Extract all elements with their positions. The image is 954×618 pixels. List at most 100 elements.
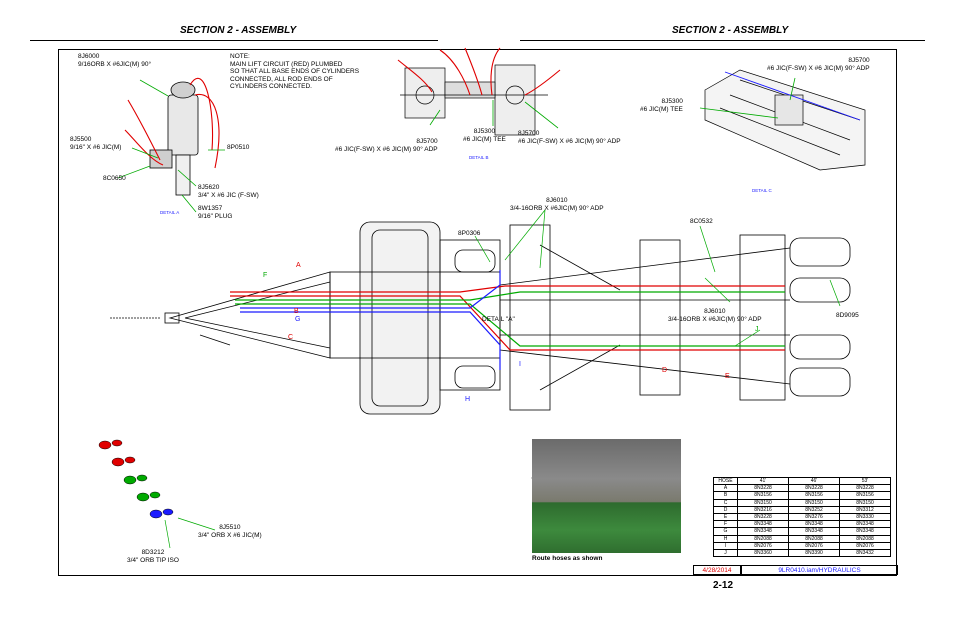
detail-a-label-8p0510: 8P0510 [227, 144, 250, 151]
hose-col-41: 41' [737, 476, 789, 486]
table-cell: A [713, 484, 738, 493]
table-cell: 8N2088 [737, 534, 789, 543]
detail-c-title: DETAIL C [752, 188, 772, 193]
photo-caption: Route hoses as shown [532, 555, 603, 562]
fittings-leaders [164, 517, 216, 549]
detail-b-leaders [429, 100, 559, 129]
hose-letter-j: J [755, 326, 759, 333]
detail-a-label-8w1357: 8W1357 9/16" PLUG [198, 205, 233, 220]
hose-letter-h: H [465, 396, 471, 403]
detail-b-assembly [400, 64, 548, 136]
fitting-label-8j5510: 8J5510 3/4" ORB X #6 JIC(M) [198, 524, 262, 539]
fitting-label-8d3212: 8D3212 3/4" ORB TIP ISO [127, 549, 179, 564]
table-cell: 8N3252 [788, 505, 840, 514]
table-cell: 8N3216 [737, 505, 789, 514]
table-cell: 8N3390 [788, 548, 840, 558]
table-cell: 8N3156 [788, 491, 840, 500]
table-cell: 8N3348 [788, 520, 840, 529]
hose-letter-a: A [296, 262, 301, 269]
table-cell: 8N3228 [737, 512, 789, 522]
table-cell: I [713, 541, 738, 550]
header-rule-left [30, 40, 438, 41]
section-title-right: SECTION 2 - ASSEMBLY [672, 25, 789, 36]
footer-file: 9LR0410.iam/HYDRAULICS [741, 565, 898, 575]
hose-letter-b: B [294, 308, 299, 315]
hose-letter-c: C [288, 334, 294, 341]
main-frame-structure [110, 221, 851, 415]
main-label-detail-a: DETAIL "A" [482, 316, 515, 323]
table-cell: 8N3150 [839, 498, 891, 507]
circuit-note: NOTE: MAIN LIFT CIRCUIT (RED) PLUMBED SO… [230, 53, 360, 90]
main-label-8j6010-top: 8J6010 3/4-16ORB X #6JIC(M) 90° ADP [510, 197, 604, 212]
hose-table-header: HOSE 41' 46' 53' [713, 476, 891, 486]
table-cell: 8N3228 [737, 484, 789, 493]
table-cell: 8N3360 [737, 548, 789, 558]
detail-a-label-8j5620: 8J5620 3/4" X #6 JIC (F-SW) [198, 184, 259, 199]
hose-letter-d: D [662, 367, 668, 374]
table-cell: J [713, 548, 738, 558]
detail-c-label-8j5700: 8J5700 #6 JIC(F-SW) X #6 JIC(M) 90° ADP [767, 57, 870, 72]
table-cell: 8N3228 [788, 484, 840, 493]
table-cell: 8N3276 [788, 512, 840, 522]
main-label-8c0532: 8C0532 [690, 218, 713, 225]
hose-col-header: HOSE [713, 476, 738, 486]
table-cell: B [713, 491, 738, 500]
detail-b-label-8j5700-left: 8J5700 #6 JIC(F-SW) X #6 JIC(M) 90° ADP [335, 138, 438, 153]
table-cell: 8N3432 [839, 548, 891, 558]
hose-col-53: 53' [839, 476, 891, 486]
table-cell: 8N3330 [839, 512, 891, 522]
table-cell: 8N3150 [737, 498, 789, 507]
table-cell: D [713, 505, 738, 514]
table-cell: 8N2076 [737, 541, 789, 550]
detail-b-label-8j5700-right: 8J5700 #6 JIC(F-SW) X #6 JIC(M) 90° ADP [518, 130, 621, 145]
table-cell: F [713, 520, 738, 529]
table-cell: C [713, 498, 738, 507]
detail-a-label-8j6000: 8J6000 9/16ORB X #6JIC(M) 90° [78, 53, 152, 68]
detail-a-hoses [124, 77, 220, 169]
section-title-left: SECTION 2 - ASSEMBLY [180, 25, 297, 36]
detail-a-cylinder [149, 81, 199, 196]
detail-c-leaders [699, 77, 796, 119]
detail-b-hoses [397, 47, 561, 96]
main-hose-circuits [230, 270, 785, 370]
detail-c-assembly [704, 69, 866, 171]
table-cell: 8N3348 [839, 527, 891, 536]
main-label-8d9095: 8D9095 [836, 312, 859, 319]
detail-b-label-8j5300: 8J5300 #6 JIC(M) TEE [463, 128, 506, 143]
table-cell: H [713, 534, 738, 543]
table-cell: 8N2076 [839, 541, 891, 550]
detail-c-label-8j5300: 8J5300 #6 JIC(M) TEE [640, 98, 683, 113]
table-cell: 8N2076 [788, 541, 840, 550]
main-label-8j6010-bottom: 8J6010 3/4-16ORB X #6JIC(M) 90° ADP [668, 308, 762, 323]
table-cell: 8N3312 [839, 505, 891, 514]
page-number: 2-12 [713, 580, 734, 591]
hose-letter-e: E [725, 373, 730, 380]
detail-a-label-8j5500: 8J5500 9/16" X #6 JIC(M) [70, 136, 122, 151]
hose-col-46: 46' [788, 476, 840, 486]
table-cell: G [713, 527, 738, 536]
detail-a-title: DETAIL A [160, 210, 180, 215]
fittings-group [98, 439, 174, 519]
main-leaders [474, 209, 841, 347]
main-label-8p0306: 8P0306 [458, 230, 481, 237]
table-cell: 8N2088 [788, 534, 840, 543]
table-cell: 8N3348 [737, 527, 789, 536]
table-cell: 8N3348 [788, 527, 840, 536]
table-cell: 8N3348 [737, 520, 789, 529]
detail-c-hose [724, 71, 861, 121]
footer-date: 4/28/2014 [693, 565, 741, 575]
hose-letter-f: F [263, 272, 268, 279]
table-cell: 8N3150 [788, 498, 840, 507]
table-cell: 8N3348 [839, 520, 891, 529]
detail-a-leaders [117, 79, 225, 213]
